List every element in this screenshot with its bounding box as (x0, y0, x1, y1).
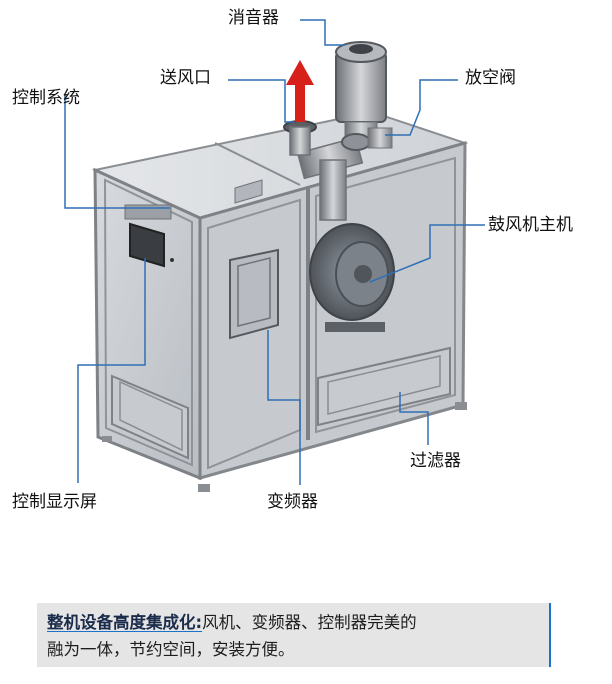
leader-inverter (267, 330, 301, 485)
equipment-diagram (64, 19, 485, 492)
leader-vent-valve (385, 79, 458, 136)
leader-air-outlet (228, 79, 294, 123)
label-air-outlet: 送风口 (160, 68, 211, 88)
label-control-display: 控制显示屏 (12, 492, 97, 512)
caption-line-1: 整机设备高度集成化:风机、变频器、控制器完美的 (47, 609, 539, 636)
caption-line-2: 融为一体，节约空间，安装方便。 (47, 640, 295, 659)
left-drawer (111, 374, 189, 460)
leader-blower (369, 224, 485, 283)
control-display-screen (129, 222, 165, 268)
up-arrow-icon (286, 60, 314, 122)
label-muffler: 消音器 (228, 8, 279, 28)
label-vent-valve: 放空阀 (465, 68, 516, 88)
label-filter: 过滤器 (410, 451, 461, 471)
leader-control-display (77, 258, 146, 483)
filter-drawer (317, 346, 451, 427)
label-control-system: 控制系统 (12, 88, 80, 108)
front-door-right (315, 156, 456, 434)
label-blower-main: 鼓风机主机 (488, 215, 573, 235)
inverter-box (229, 248, 279, 340)
vent-valve (341, 127, 393, 151)
label-inverter: 变频器 (267, 492, 318, 512)
caption-emphasis: 整机设备高度集成化: (47, 613, 203, 632)
caption-text-1: 风机、变频器、控制器完美的 (202, 613, 417, 632)
leader-filter (399, 392, 429, 445)
leader-muffler (300, 19, 345, 46)
leader-control-system (64, 95, 170, 209)
caption-box: 整机设备高度集成化:风机、变频器、控制器完美的 融为一体，节约空间，安装方便。 (37, 603, 551, 667)
